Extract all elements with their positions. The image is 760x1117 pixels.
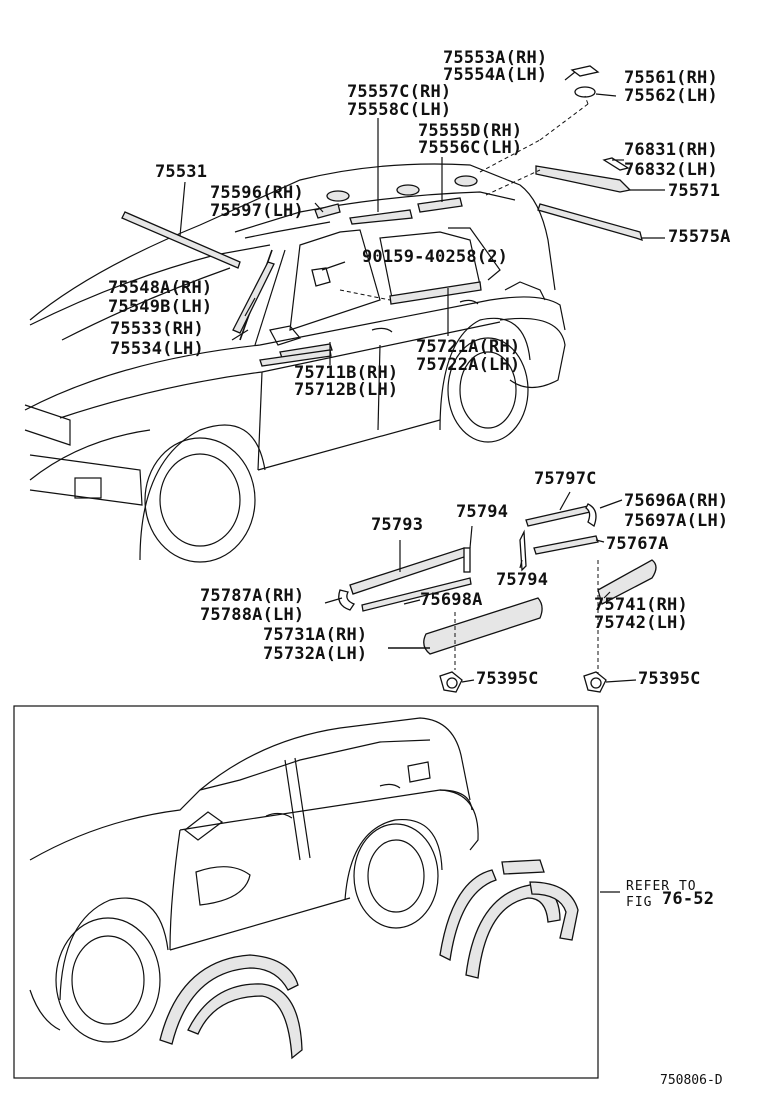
label-75794-bottom: 75794	[496, 570, 548, 590]
label-75575A: 75575A	[668, 227, 731, 247]
refer-line1: REFER TO	[626, 879, 697, 894]
label-75794-top: 75794	[456, 502, 508, 522]
label-75597: 75597(LH)	[210, 201, 304, 221]
label-75549B: 75549B(LH)	[108, 297, 212, 317]
upper-vehicle-drawing	[24, 65, 643, 563]
label-75556C: 75556C(LH)	[418, 138, 522, 158]
part-labels: 75553A(RH) 75554A(LH) 75561(RH) 75562(LH…	[108, 48, 731, 689]
label-75741: 75741(RH)	[594, 595, 688, 615]
label-75787A: 75787A(RH)	[200, 586, 304, 606]
label-75571: 75571	[668, 181, 720, 201]
label-75558C: 75558C(LH)	[347, 100, 451, 120]
label-75793: 75793	[371, 515, 423, 535]
middle-leader-lines	[324, 491, 637, 683]
label-75742: 75742(LH)	[594, 613, 688, 633]
label-76832: 76832(LH)	[624, 160, 718, 180]
label-75548A: 75548A(RH)	[108, 278, 212, 298]
middle-parts-drawing	[338, 503, 657, 693]
label-75553A: 75553A(RH)	[443, 48, 547, 68]
label-75534: 75534(LH)	[110, 339, 204, 359]
refer-fig-number: 76-52	[662, 889, 714, 909]
label-75797C: 75797C	[534, 469, 597, 489]
label-75533: 75533(RH)	[110, 319, 204, 339]
label-75561: 75561(RH)	[624, 68, 718, 88]
label-75554A: 75554A(LH)	[443, 65, 547, 85]
label-75732A: 75732A(LH)	[263, 644, 367, 664]
label-75696A: 75696A(RH)	[624, 491, 728, 511]
drawing-number: 750806-D	[660, 1073, 723, 1088]
label-75767A: 75767A	[606, 534, 669, 554]
label-75395C-right: 75395C	[638, 669, 701, 689]
label-75698A: 75698A	[420, 590, 483, 610]
label-75721A: 75721A(RH)	[416, 337, 520, 357]
label-76831: 76831(RH)	[624, 140, 718, 160]
label-75712B: 75712B(LH)	[294, 380, 398, 400]
label-75395C-left: 75395C	[476, 669, 539, 689]
label-75562: 75562(LH)	[624, 86, 718, 106]
inset-frame	[13, 705, 599, 1079]
label-75555D: 75555D(RH)	[418, 121, 522, 141]
label-75731A: 75731A(RH)	[263, 625, 367, 645]
label-75788A: 75788A(LH)	[200, 605, 304, 625]
refer-note: REFER TO FIG 76-52	[626, 879, 714, 910]
label-75531: 75531	[155, 162, 207, 182]
label-75557C: 75557C(RH)	[347, 82, 451, 102]
label-75722A: 75722A(LH)	[416, 355, 520, 375]
label-75596: 75596(RH)	[210, 183, 304, 203]
upper-leader-lines	[179, 71, 665, 365]
label-75697A: 75697A(LH)	[624, 511, 728, 531]
label-75711B: 75711B(RH)	[294, 363, 398, 383]
refer-line2: FIG	[626, 895, 652, 910]
label-90159-40258: 90159-40258(2)	[362, 247, 508, 267]
lower-vehicle-drawing	[29, 717, 579, 1060]
